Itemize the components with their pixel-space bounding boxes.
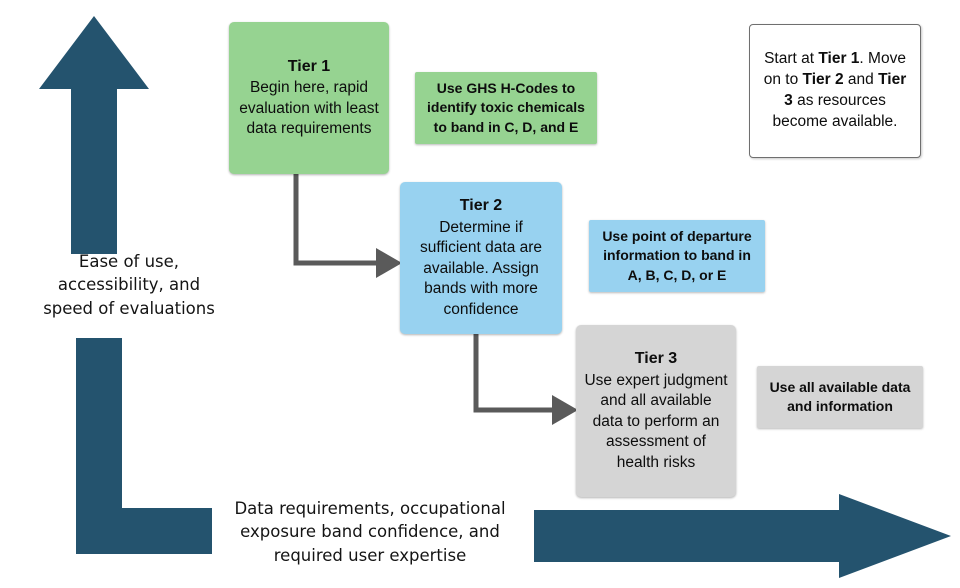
- horizontal-axis-label-line-2: exposure band confidence, and: [240, 522, 500, 542]
- tier-3-title: Tier 3: [634, 350, 678, 368]
- callout-emphasis: Tier 3: [784, 71, 907, 109]
- tier-1-body: Begin here, rapid evaluation with least …: [239, 79, 379, 138]
- instruction-callout[interactable]: Start at Tier 1. Move on to Tier 2 and T…: [749, 24, 921, 158]
- tier-2-note-box[interactable]: Use point of departure information to ba…: [589, 220, 765, 292]
- callout-plain: . Move on to: [763, 50, 906, 89]
- horizontal-axis-label-line-1: Data requirements, occupational: [234, 499, 506, 518]
- tier-3-body: Use expert judgment and all available da…: [584, 371, 728, 472]
- up-arrow-icon: [39, 16, 149, 254]
- instruction-callout-text: Start at Tier 1. Move on to Tier 2 and T…: [760, 49, 910, 132]
- tier-2-box[interactable]: Tier 2 Determine if sufficient data are …: [400, 182, 562, 334]
- right-arrow-icon: [534, 494, 951, 578]
- callout-plain: Start at: [764, 50, 819, 68]
- tier-1-title: Tier 1: [287, 57, 331, 75]
- vertical-axis-arrow: [36, 14, 152, 254]
- tier-2-body: Determine if sufficient data are availab…: [419, 218, 543, 319]
- callout-emphasis: Tier 1: [818, 50, 860, 68]
- tier-2-note-text: Use point of departure information to ba…: [602, 228, 752, 283]
- horizontal-axis-arrow: [534, 494, 952, 578]
- tier-1-note-text: Use GHS H-Codes to identify toxic chemic…: [427, 80, 585, 135]
- elbow-arrow-icon: [473, 318, 578, 425]
- callout-emphasis: Tier 2: [802, 71, 844, 89]
- vertical-axis-label-line-1: Ease of use,: [78, 252, 180, 271]
- vertical-axis-label-line-2: accessibility, and: [57, 275, 201, 295]
- tier-1-box[interactable]: Tier 1 Begin here, rapid evaluation with…: [229, 22, 389, 174]
- callout-plain: and: [843, 71, 879, 89]
- tier-2-title: Tier 2: [459, 197, 503, 215]
- callout-plain: as resources become available.: [772, 92, 898, 130]
- horizontal-axis-label: Data requirements, occupational exposure…: [212, 497, 528, 567]
- elbow-arrow-icon: [293, 168, 402, 278]
- vertical-axis-label-line-3: speed of evaluations: [43, 298, 215, 318]
- tier2-to-tier3-connector: [472, 318, 578, 425]
- tier-3-box[interactable]: Tier 3 Use expert judgment and all avail…: [576, 325, 736, 497]
- l-shaped-axis-icon: [76, 338, 212, 554]
- tier-3-note-text: Use all available data and information: [769, 378, 911, 414]
- horizontal-axis-label-line-3: required user expertise: [273, 545, 467, 565]
- axis-corner-l-shape: [76, 338, 212, 554]
- tier-3-note-box[interactable]: Use all available data and information: [757, 366, 923, 428]
- tier1-to-tier2-connector: [292, 168, 402, 278]
- vertical-axis-label: Ease of use, accessibility, and speed of…: [24, 250, 234, 320]
- tier-1-note-box[interactable]: Use GHS H-Codes to identify toxic chemic…: [415, 72, 597, 144]
